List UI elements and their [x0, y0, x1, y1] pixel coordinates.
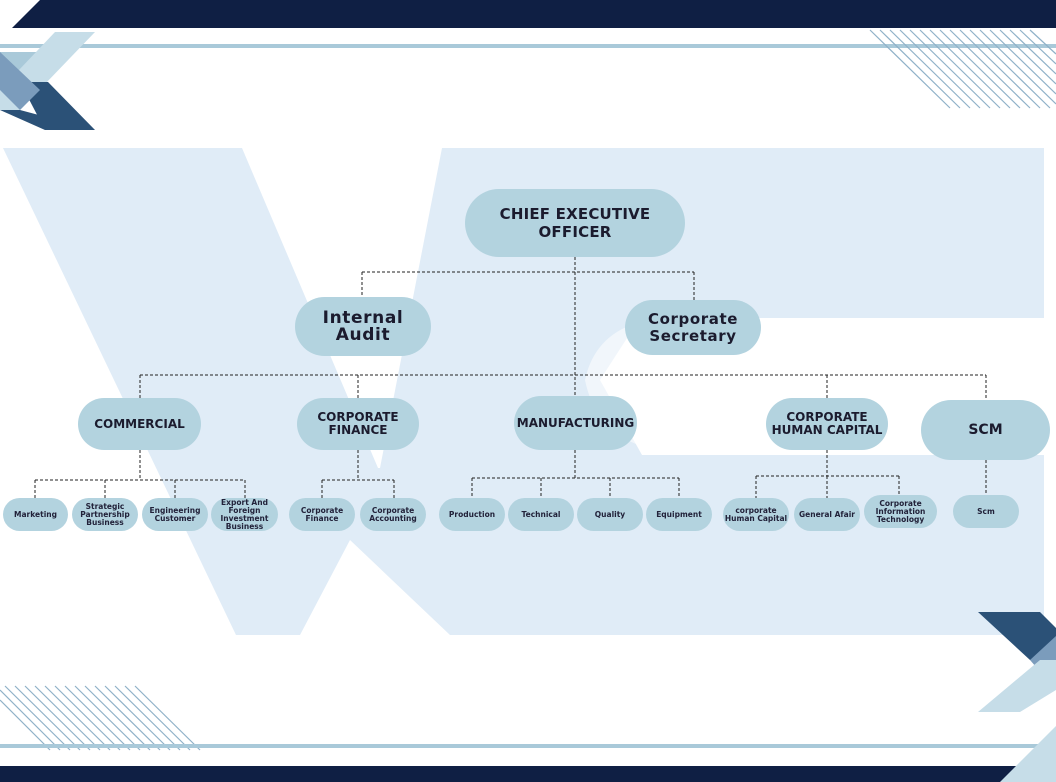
unit-label: General Afair [798, 509, 855, 519]
top-band [0, 0, 1056, 28]
unit-label: Strategic Partnership Business [80, 501, 130, 527]
unit-quality: Quality [577, 498, 643, 531]
unit-corporate-finance: Corporate Finance [289, 498, 355, 531]
unit-corporate-human-capital: corporate Human Capital [723, 498, 789, 531]
unit-label: Technical [521, 509, 561, 519]
bottom-band [0, 766, 1056, 782]
ceo-label: CHIEF EXECUTIVE OFFICER [499, 205, 651, 241]
unit-label: Corporate Information Technology [875, 498, 926, 524]
hatch-top-right [869, 29, 1056, 109]
division-label: CORPORATE HUMAN CAPITAL [771, 410, 883, 437]
unit-label: Production [448, 509, 496, 519]
division-corporate-human-capital: CORPORATE HUMAN CAPITAL [766, 398, 888, 450]
corporate-secretary-node: Corporate Secretary [625, 300, 761, 355]
unit-engineering-customer: Engineering Customer [142, 498, 208, 531]
division-label: CORPORATE FINANCE [317, 410, 399, 437]
unit-production: Production [439, 498, 505, 531]
division-scm: SCM [921, 400, 1050, 460]
connector-lines [34, 257, 987, 498]
unit-label: Scm [977, 506, 995, 516]
internal-audit-node: Internal Audit [295, 297, 431, 356]
division-manufacturing: MANUFACTURING [514, 396, 637, 450]
unit-corporate-accounting: Corporate Accounting [360, 498, 426, 531]
unit-label: Corporate Finance [300, 505, 344, 523]
unit-strategic-partnership: Strategic Partnership Business [72, 498, 138, 531]
unit-general-afair: General Afair [794, 498, 860, 531]
unit-label: Engineering Customer [149, 505, 201, 523]
unit-scm: Scm [953, 495, 1019, 528]
unit-technical: Technical [508, 498, 574, 531]
unit-label: Marketing [14, 509, 57, 519]
division-label: MANUFACTURING [516, 415, 635, 430]
unit-label: corporate Human Capital [724, 505, 788, 523]
unit-export-foreign-investment: Export And Foreign Investment Business [211, 498, 278, 531]
corporate-secretary-label: Corporate Secretary [647, 309, 739, 345]
ceo-node: CHIEF EXECUTIVE OFFICER [465, 189, 685, 257]
unit-equipment: Equipment [646, 498, 712, 531]
internal-audit-label: Internal Audit [322, 307, 404, 345]
division-label: SCM [968, 421, 1003, 438]
unit-marketing: Marketing [3, 498, 68, 531]
unit-label: Quality [594, 509, 626, 519]
division-commercial: COMMERCIAL [78, 398, 201, 450]
unit-corporate-information-technology: Corporate Information Technology [864, 495, 937, 528]
hatch-bottom-left [0, 685, 201, 751]
unit-label: Equipment [656, 509, 702, 519]
division-corporate-finance: CORPORATE FINANCE [297, 398, 419, 450]
unit-label: Corporate Accounting [369, 505, 417, 523]
unit-label: Export And Foreign Investment Business [220, 497, 269, 531]
division-label: COMMERCIAL [94, 416, 185, 431]
